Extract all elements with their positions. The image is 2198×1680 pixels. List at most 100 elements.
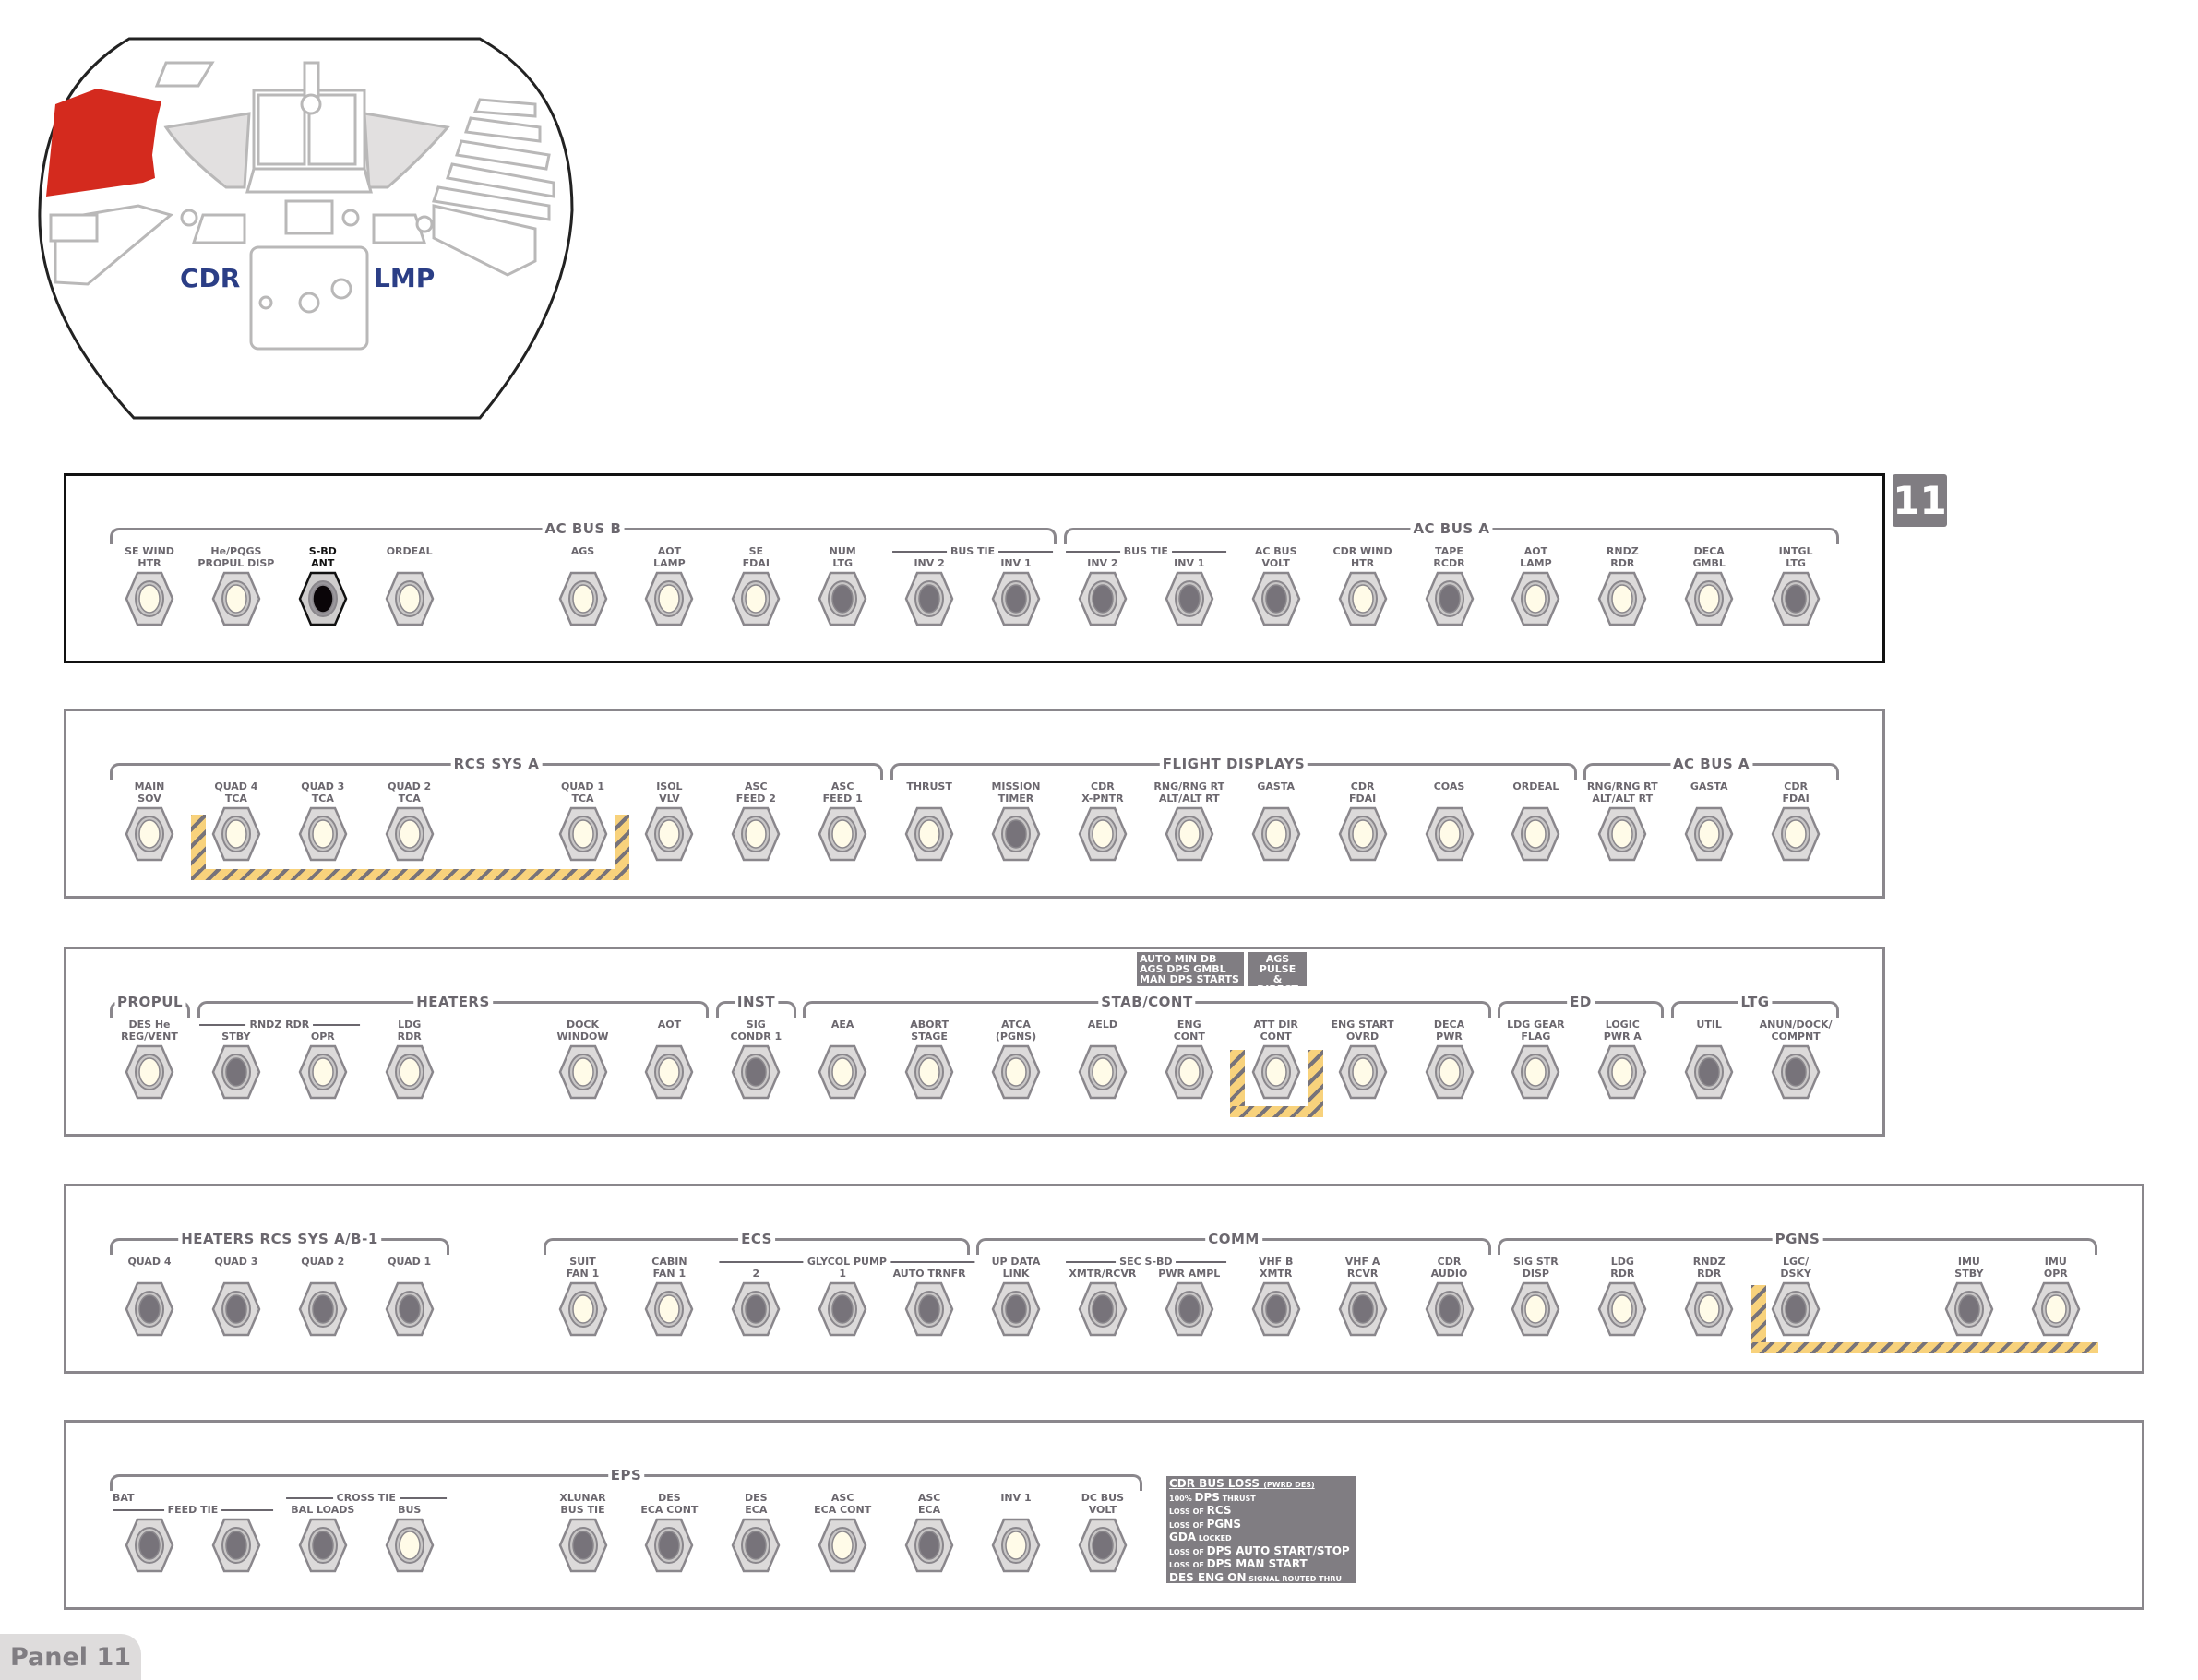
circuit-breaker-atca-pgns-[interactable]	[991, 1044, 1041, 1100]
circuit-breaker-unlabeled[interactable]	[211, 1518, 261, 1573]
circuit-breaker-quad-3[interactable]	[211, 1281, 261, 1337]
circuit-breaker-unlabeled[interactable]	[125, 1518, 174, 1573]
circuit-breaker-inv-1[interactable]	[991, 1518, 1041, 1573]
circuit-breaker-gasta[interactable]	[1684, 806, 1734, 862]
circuit-breaker-logic-pwr-a[interactable]	[1597, 1044, 1647, 1100]
circuit-breaker-quad-4[interactable]	[125, 1281, 174, 1337]
circuit-breaker-cdr-x-pntr[interactable]	[1078, 806, 1128, 862]
circuit-breaker-se-fdai[interactable]	[731, 571, 781, 626]
circuit-breaker-lgc-dsky[interactable]	[1771, 1281, 1821, 1337]
circuit-breaker-ldg-gear-flag[interactable]	[1511, 1044, 1560, 1100]
circuit-breaker-aot[interactable]	[644, 1044, 694, 1100]
group-label: ECS	[738, 1231, 775, 1247]
label-line-1: ANUN/DOCK/	[1759, 1019, 1833, 1031]
circuit-breaker-aea[interactable]	[818, 1044, 867, 1100]
circuit-breaker-eng-start-ovrd[interactable]	[1338, 1044, 1388, 1100]
switch-label: INV 1	[970, 545, 1062, 569]
circuit-breaker-he-pqgs-propul-disp[interactable]	[211, 571, 261, 626]
divider-line	[221, 1508, 273, 1511]
circuit-breaker-bus[interactable]	[385, 1518, 435, 1573]
circuit-breaker-gasta[interactable]	[1251, 806, 1301, 862]
circuit-breaker-intgl-ltg[interactable]	[1771, 571, 1821, 626]
circuit-breaker-eng-cont[interactable]	[1165, 1044, 1214, 1100]
circuit-breaker-des-eca-cont[interactable]	[644, 1518, 694, 1573]
circuit-breaker-imu-opr[interactable]	[2031, 1281, 2081, 1337]
circuit-breaker-auto-trnfr[interactable]	[904, 1281, 954, 1337]
circuit-breaker-rndz-rdr[interactable]	[1684, 1281, 1734, 1337]
circuit-breaker-util[interactable]	[1684, 1044, 1734, 1100]
circuit-breaker-des-he-reg-vent[interactable]	[125, 1044, 174, 1100]
circuit-breaker-s-bd-ant[interactable]	[298, 571, 348, 626]
circuit-breaker-cdr-fdai[interactable]	[1338, 806, 1388, 862]
circuit-breaker-1[interactable]	[818, 1281, 867, 1337]
circuit-breaker-ordeal[interactable]	[1511, 806, 1560, 862]
circuit-breaker-cabin-fan-1[interactable]	[644, 1281, 694, 1337]
circuit-breaker-xlunar-bus-tie[interactable]	[558, 1518, 608, 1573]
circuit-breaker-asc-eca-cont[interactable]	[818, 1518, 867, 1573]
circuit-breaker-quad-2-tca[interactable]	[385, 806, 435, 862]
circuit-breaker-isol-vlv[interactable]	[644, 806, 694, 862]
circuit-breaker-abort-stage[interactable]	[904, 1044, 954, 1100]
circuit-breaker-cdr-audio[interactable]	[1425, 1281, 1475, 1337]
circuit-breaker-ordeal[interactable]	[385, 571, 435, 626]
circuit-breaker-asc-feed-2[interactable]	[731, 806, 781, 862]
circuit-breaker-att-dir-cont[interactable]	[1251, 1044, 1301, 1100]
circuit-breaker-inv-1[interactable]	[1165, 571, 1214, 626]
circuit-breaker-ac-bus-volt[interactable]	[1251, 571, 1301, 626]
circuit-breaker-dc-bus-volt[interactable]	[1078, 1518, 1128, 1573]
circuit-breaker-coas[interactable]	[1425, 806, 1475, 862]
circuit-breaker-dock-window[interactable]	[558, 1044, 608, 1100]
circuit-breaker-num-ltg[interactable]	[818, 571, 867, 626]
circuit-breaker-quad-1[interactable]	[385, 1281, 435, 1337]
circuit-breaker-aeld[interactable]	[1078, 1044, 1128, 1100]
circuit-breaker-quad-1-tca[interactable]	[558, 806, 608, 862]
circuit-breaker-2[interactable]	[731, 1281, 781, 1337]
circuit-breaker-sig-condr-1[interactable]	[731, 1044, 781, 1100]
circuit-breaker-rndz-rdr[interactable]	[1597, 571, 1647, 626]
circuit-breaker-ldg-rdr[interactable]	[1597, 1281, 1647, 1337]
circuit-breaker-main-sov[interactable]	[125, 806, 174, 862]
circuit-breaker-asc-feed-1[interactable]	[818, 806, 867, 862]
circuit-breaker-suit-fan-1[interactable]	[558, 1281, 608, 1337]
label-line-1: RNDZ	[1606, 545, 1639, 557]
note-title-text: CDR BUS LOSS	[1169, 1477, 1260, 1490]
circuit-breaker-quad-2[interactable]	[298, 1281, 348, 1337]
switch-label: BAL LOADS	[277, 1492, 369, 1516]
circuit-breaker-tape-rcdr[interactable]	[1425, 571, 1475, 626]
circuit-breaker-mission-timer[interactable]	[991, 806, 1041, 862]
circuit-breaker-imu-stby[interactable]	[1944, 1281, 1994, 1337]
circuit-breaker-anun-dock-compnt[interactable]	[1771, 1044, 1821, 1100]
circuit-breaker-asc-eca[interactable]	[904, 1518, 954, 1573]
circuit-breaker-opr[interactable]	[298, 1044, 348, 1100]
circuit-breaker-deca-pwr[interactable]	[1425, 1044, 1475, 1100]
circuit-breaker-aot-lamp[interactable]	[1511, 571, 1560, 626]
circuit-breaker-rng-rng-rt-alt-alt-rt[interactable]	[1165, 806, 1214, 862]
circuit-breaker-ldg-rdr[interactable]	[385, 1044, 435, 1100]
circuit-breaker-xmtr-rcvr[interactable]	[1078, 1281, 1128, 1337]
circuit-breaker-deca-gmbl[interactable]	[1684, 571, 1734, 626]
panel-tab[interactable]: Panel 11	[0, 1634, 141, 1680]
circuit-breaker-se-wind-htr[interactable]	[125, 571, 174, 626]
lmp-seat-label: LMP	[374, 263, 435, 293]
circuit-breaker-up-data-link[interactable]	[991, 1281, 1041, 1337]
circuit-breaker-quad-4-tca[interactable]	[211, 806, 261, 862]
circuit-breaker-stby[interactable]	[211, 1044, 261, 1100]
circuit-breaker-cdr-wind-htr[interactable]	[1338, 571, 1388, 626]
circuit-breaker-aot-lamp[interactable]	[644, 571, 694, 626]
circuit-breaker-bal-loads[interactable]	[298, 1518, 348, 1573]
circuit-breaker-sig-str-disp[interactable]	[1511, 1281, 1560, 1337]
circuit-breaker-rng-rng-rt-alt-alt-rt[interactable]	[1597, 806, 1647, 862]
circuit-breaker-inv-2[interactable]	[1078, 571, 1128, 626]
circuit-breaker-thrust[interactable]	[904, 806, 954, 862]
circuit-breaker-vhf-a-rcvr[interactable]	[1338, 1281, 1388, 1337]
circuit-breaker-des-eca[interactable]	[731, 1518, 781, 1573]
circuit-breaker-quad-3-tca[interactable]	[298, 806, 348, 862]
circuit-breaker-inv-1[interactable]	[991, 571, 1041, 626]
circuit-breaker-inv-2[interactable]	[904, 571, 954, 626]
circuit-breaker-cdr-fdai[interactable]	[1771, 806, 1821, 862]
circuit-breaker-ags[interactable]	[558, 571, 608, 626]
circuit-breaker-pwr-ampl[interactable]	[1165, 1281, 1214, 1337]
circuit-breaker-vhf-b-xmtr[interactable]	[1251, 1281, 1301, 1337]
